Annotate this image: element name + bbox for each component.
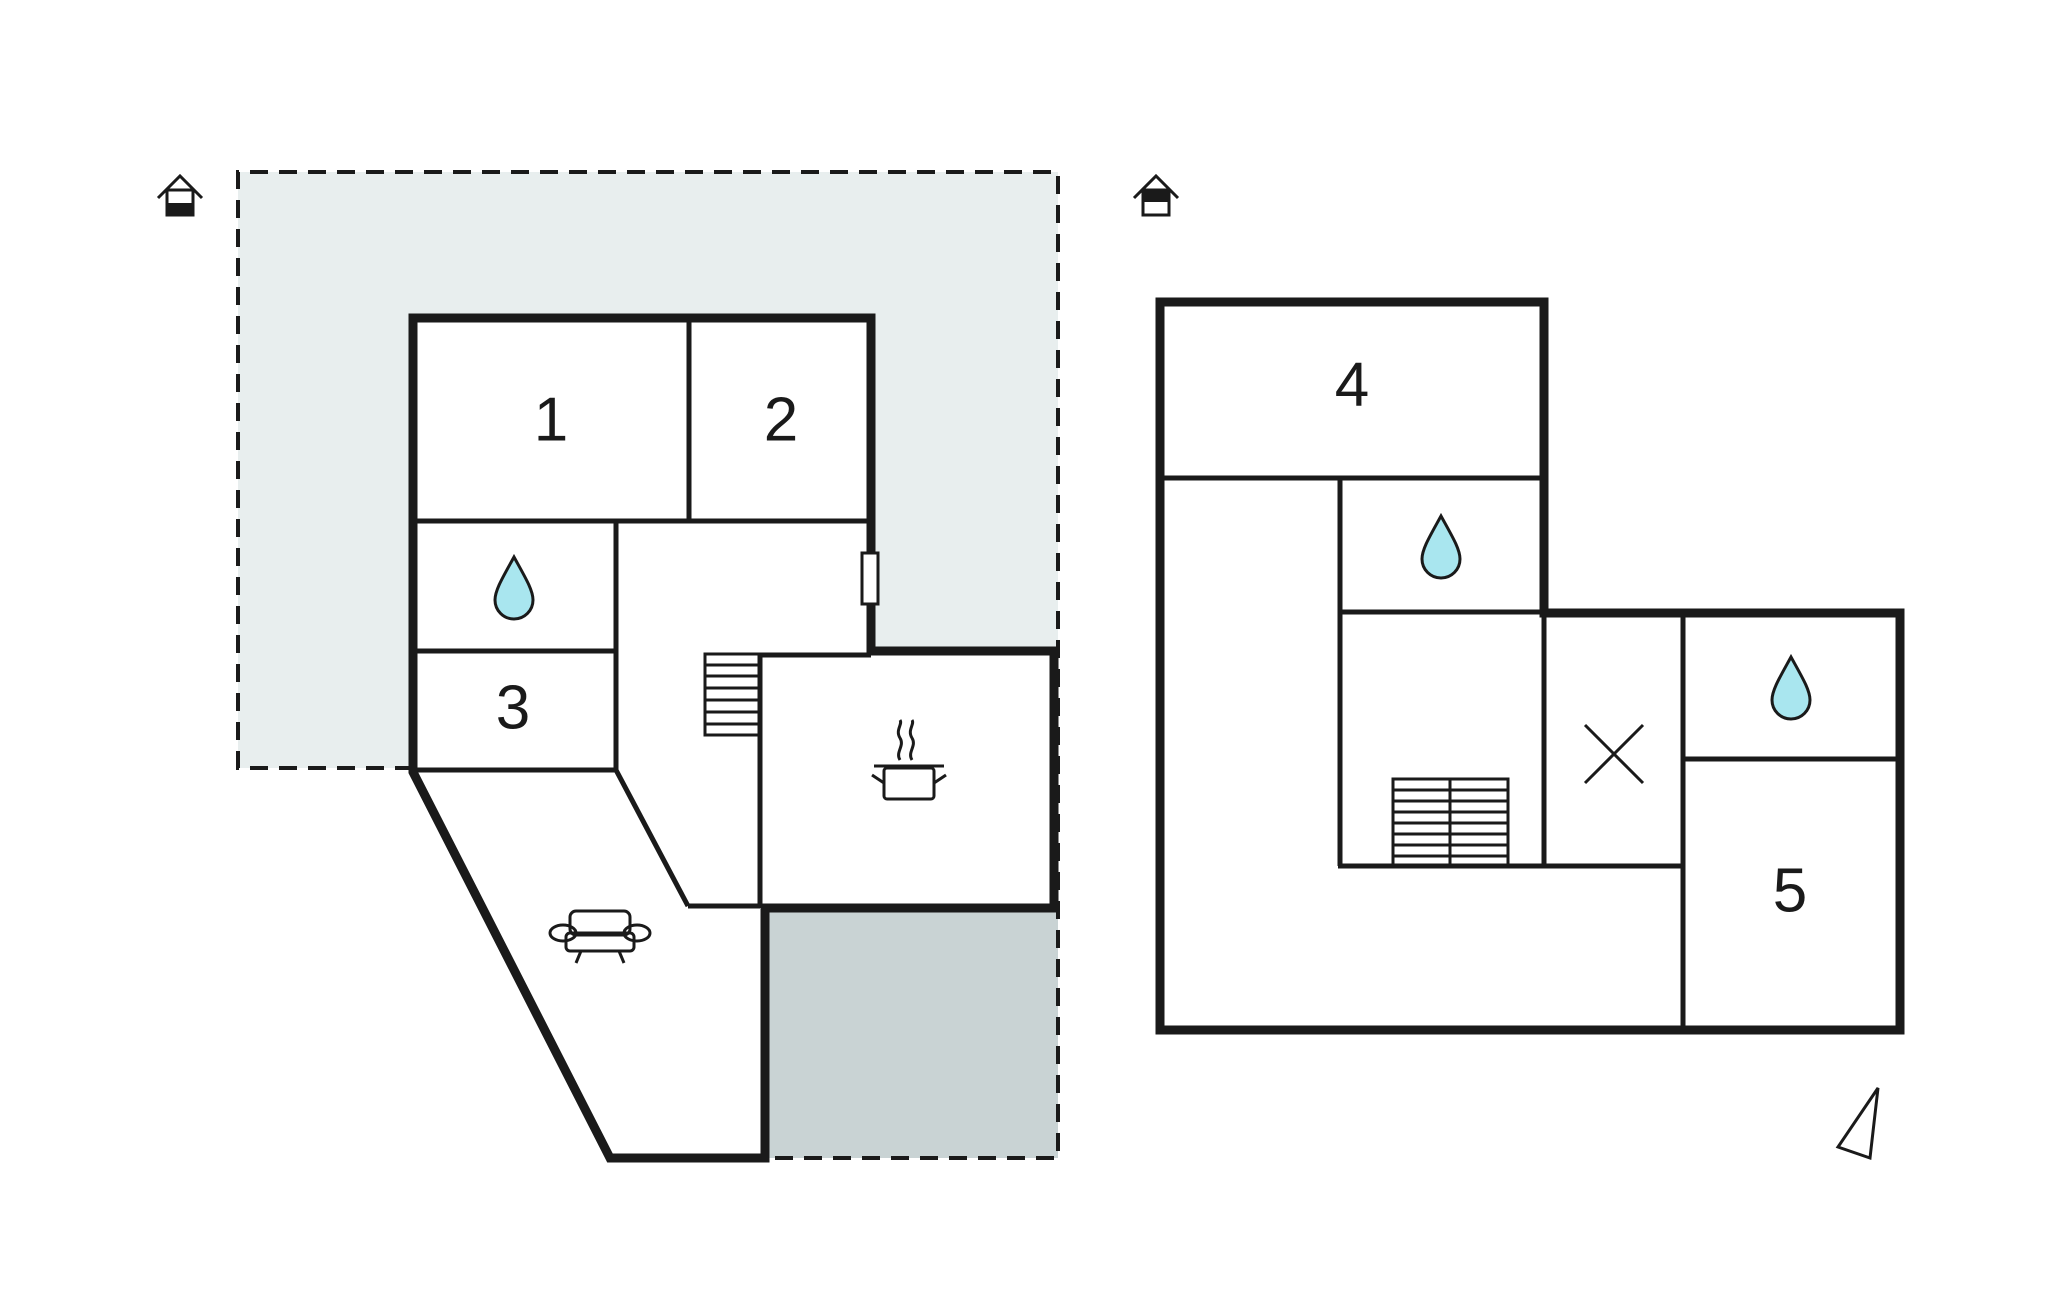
interior-walls-upper [1160,475,1900,1030]
room-3-label: 3 [496,673,530,742]
floor-house-icon [156,173,204,217]
north-arrow-icon [1835,1087,1880,1161]
garage-area [765,908,1058,1158]
interior-walls-ground [413,318,871,909]
upper-floor: 4 5 [1132,173,1905,1035]
room-1-label: 1 [534,385,568,454]
exterior-walls-ground [408,313,1059,1163]
exterior-walls-upper [1155,297,1905,1035]
room-2-label: 2 [764,385,798,454]
room-4-label: 4 [1335,350,1369,419]
floor-house-icon [1132,173,1180,217]
sofa-icon [548,909,652,964]
cross-icon [1583,723,1645,785]
terrace-area [238,172,1058,768]
stairs-icon [1391,777,1510,868]
ground-floor: 1 2 3 [156,170,1060,1163]
bathroom-drop-icon [1770,653,1812,721]
bathroom-drop-icon [493,553,535,621]
room-5-label: 5 [1773,856,1807,925]
terrace-boundary [236,170,1060,1160]
stairs-icon [703,652,762,737]
window-icon [860,551,880,606]
bathroom-drop-icon [1420,512,1462,580]
kitchen-pot-icon [871,719,947,801]
